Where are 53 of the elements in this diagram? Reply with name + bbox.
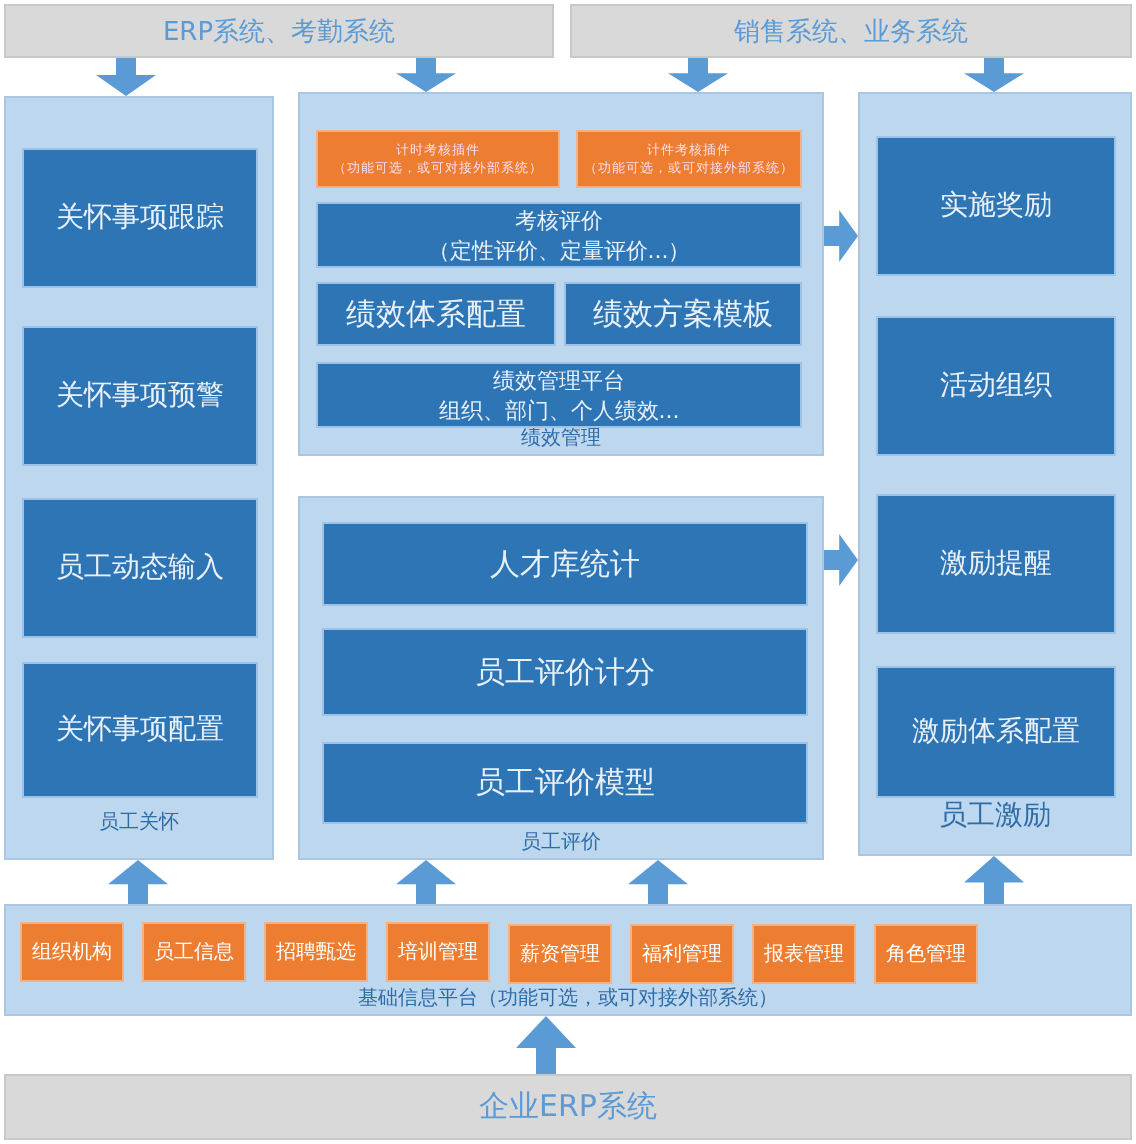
panel-label: 绩效管理 [521, 428, 601, 452]
module-box: 薪资管理 [508, 924, 612, 984]
chevron-arrow [108, 860, 168, 904]
module-box: 组织机构 [20, 922, 124, 982]
function-box: 关怀事项预警 [22, 326, 258, 466]
module-box: 员工信息 [142, 922, 246, 982]
function-box [316, 362, 802, 428]
panel-label: 基础信息平台（功能可选，或可对接外部系统） [358, 988, 778, 1012]
system-bar: ERP系统、考勤系统 [4, 4, 554, 58]
module-panel [298, 92, 824, 456]
module-box: 报表管理 [752, 924, 856, 984]
module-panel [4, 96, 274, 860]
box-note: （定性评价、定量评价...） [427, 235, 691, 265]
function-box: 激励提醒 [876, 494, 1116, 634]
module-box: 福利管理 [630, 924, 734, 984]
platform-panel [4, 904, 1132, 1016]
chevron-arrow [668, 58, 728, 92]
chevron-arrow [516, 1016, 576, 1074]
chevron-arrow [396, 58, 456, 92]
module-box: 角色管理 [874, 924, 978, 984]
function-box: 实施奖励 [876, 136, 1116, 276]
function-box: 员工评价计分 [322, 628, 808, 716]
function-box: 激励体系配置 [876, 666, 1116, 798]
system-bar: 企业ERP系统 [4, 1074, 1132, 1140]
module-box: 培训管理 [386, 922, 490, 982]
function-box: 绩效方案模板 [564, 282, 802, 346]
chevron-arrow [628, 860, 688, 904]
function-box: 关怀事项配置 [22, 662, 258, 798]
module-box: 招聘甄选 [264, 922, 368, 982]
function-box: 员工评价模型 [322, 742, 808, 824]
panel-label: 员工关怀 [99, 812, 179, 836]
chevron-arrow [964, 58, 1024, 92]
plugin-box [316, 130, 560, 188]
system-bar: 销售系统、业务系统 [570, 4, 1132, 58]
plugin-box [576, 130, 802, 188]
chevron-arrow [964, 856, 1024, 904]
chevron-arrow [396, 860, 456, 904]
function-box [316, 202, 802, 268]
box-heading: 绩效管理平台 [493, 365, 625, 395]
function-box: 活动组织 [876, 316, 1116, 456]
chevron-arrow [96, 58, 156, 96]
chevron-arrow [824, 534, 858, 586]
module-panel [858, 92, 1132, 856]
box-note: 组织、部门、个人绩效... [438, 395, 680, 425]
panel-label: 员工评价 [521, 832, 601, 856]
function-box: 人才库统计 [322, 522, 808, 606]
box-heading: 考核评价 [515, 205, 603, 235]
function-box: 关怀事项跟踪 [22, 148, 258, 288]
panel-label: 员工激励 [939, 800, 1051, 832]
function-box: 员工动态输入 [22, 498, 258, 638]
function-box: 绩效体系配置 [316, 282, 556, 346]
module-panel [298, 496, 824, 860]
chevron-arrow [824, 210, 858, 262]
